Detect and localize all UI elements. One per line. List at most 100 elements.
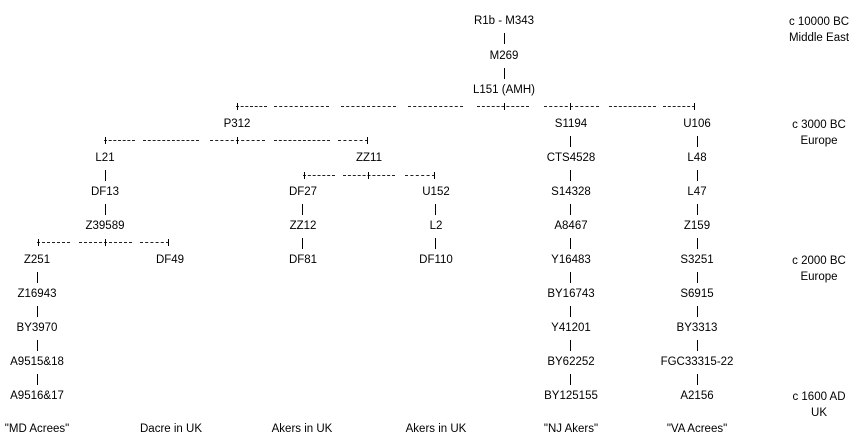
node-by62252: BY62252	[547, 356, 595, 368]
branch-tick	[168, 239, 169, 246]
node-z16943: Z16943	[17, 288, 57, 300]
branch-tick	[38, 239, 39, 246]
connector	[697, 238, 698, 249]
connector	[435, 204, 436, 215]
connector	[435, 238, 436, 249]
node-r1b-m343: R1b - M343	[473, 15, 535, 27]
node-by3313: BY3313	[676, 322, 718, 334]
connector	[105, 204, 106, 215]
era-place: UK	[811, 407, 827, 419]
node-s14328: S14328	[551, 186, 591, 198]
node-s1194: S1194	[554, 118, 588, 130]
node-l151: L151 (AMH)	[473, 84, 535, 96]
connector	[570, 204, 571, 215]
branch-tick	[694, 103, 695, 110]
connector	[504, 33, 505, 44]
era-date: c 3000 BC	[792, 119, 846, 131]
connector	[302, 238, 303, 249]
node-zz11: ZZ11	[356, 152, 382, 164]
node-by125155: BY125155	[544, 390, 598, 402]
node-l48: L48	[687, 152, 707, 164]
branch-line	[236, 106, 267, 107]
node-l21: L21	[95, 152, 115, 164]
node-a9516: A9516&17	[10, 390, 64, 402]
node-df13: DF13	[90, 186, 120, 198]
era-date: c 1600 AD	[792, 391, 846, 403]
connector	[697, 170, 698, 181]
connector	[105, 170, 106, 181]
connector	[570, 306, 571, 317]
node-s6915: S6915	[680, 288, 714, 300]
connector	[570, 340, 571, 351]
node-zz12: ZZ12	[289, 220, 317, 232]
node-u152: U152	[422, 186, 450, 198]
connector	[37, 272, 38, 283]
branch-tick	[504, 103, 505, 110]
node-a9515: A9515&18	[10, 356, 64, 368]
node-a2156: A2156	[680, 390, 714, 402]
branch-line	[338, 140, 368, 141]
connector	[697, 306, 698, 317]
node-y16483: Y16483	[551, 254, 591, 266]
node-u106: U106	[683, 118, 711, 130]
connector	[570, 374, 571, 385]
era-date: c 10000 BC	[788, 16, 850, 28]
branch-line	[341, 106, 396, 107]
branch-line	[477, 106, 529, 107]
era-label: c 3000 BC Europe	[792, 117, 846, 149]
era-label: c 1600 AD UK	[792, 389, 845, 421]
branch-line	[274, 140, 330, 141]
branch-tick	[367, 137, 368, 144]
connector	[697, 136, 698, 147]
node-by16743: BY16743	[547, 288, 595, 300]
era-place: Europe	[800, 271, 838, 283]
connector	[302, 204, 303, 215]
family-label: "NJ Akers"	[543, 423, 599, 435]
family-label: "MD Acrees"	[4, 423, 70, 435]
branch-line	[408, 106, 463, 107]
branch-tick	[105, 239, 106, 246]
branch-line	[663, 106, 695, 107]
family-label: "VA Acrees"	[666, 423, 728, 435]
node-l47: L47	[687, 186, 707, 198]
node-by3970: BY3970	[16, 322, 58, 334]
node-a8467: A8467	[554, 220, 588, 232]
connector	[570, 238, 571, 249]
node-fgc33315: FGC33315-22	[660, 356, 734, 368]
branch-tick	[304, 172, 305, 179]
family-label: Akers in UK	[271, 423, 333, 435]
node-df110: DF110	[419, 254, 453, 266]
era-place: Europe	[800, 135, 838, 147]
connector	[697, 204, 698, 215]
node-df81: DF81	[288, 254, 318, 266]
node-p312: P312	[223, 118, 251, 130]
connector	[504, 68, 505, 79]
family-label: Dacre in UK	[140, 423, 202, 435]
node-m269: M269	[489, 50, 519, 62]
era-date: c 2000 BC	[792, 255, 846, 267]
branch-tick	[570, 103, 571, 110]
branch-line	[140, 242, 169, 243]
branch-tick	[237, 137, 238, 144]
node-l2: L2	[429, 220, 443, 232]
branch-line	[274, 106, 329, 107]
node-df49: DF49	[155, 254, 185, 266]
branch-line	[143, 140, 199, 141]
node-z251: Z251	[23, 254, 51, 266]
branch-line	[104, 140, 135, 141]
branch-tick	[105, 137, 106, 144]
branch-tick	[237, 103, 238, 110]
connector	[697, 272, 698, 283]
connector	[37, 306, 38, 317]
connector	[570, 170, 571, 181]
branch-line	[37, 242, 70, 243]
connector	[570, 272, 571, 283]
connector	[37, 340, 38, 351]
branch-line	[303, 175, 335, 176]
era-place: Middle East	[788, 32, 850, 44]
node-s3251: S3251	[680, 254, 714, 266]
branch-tick	[434, 172, 435, 179]
node-cts4528: CTS4528	[546, 152, 596, 164]
connector	[697, 374, 698, 385]
branch-line	[405, 175, 435, 176]
